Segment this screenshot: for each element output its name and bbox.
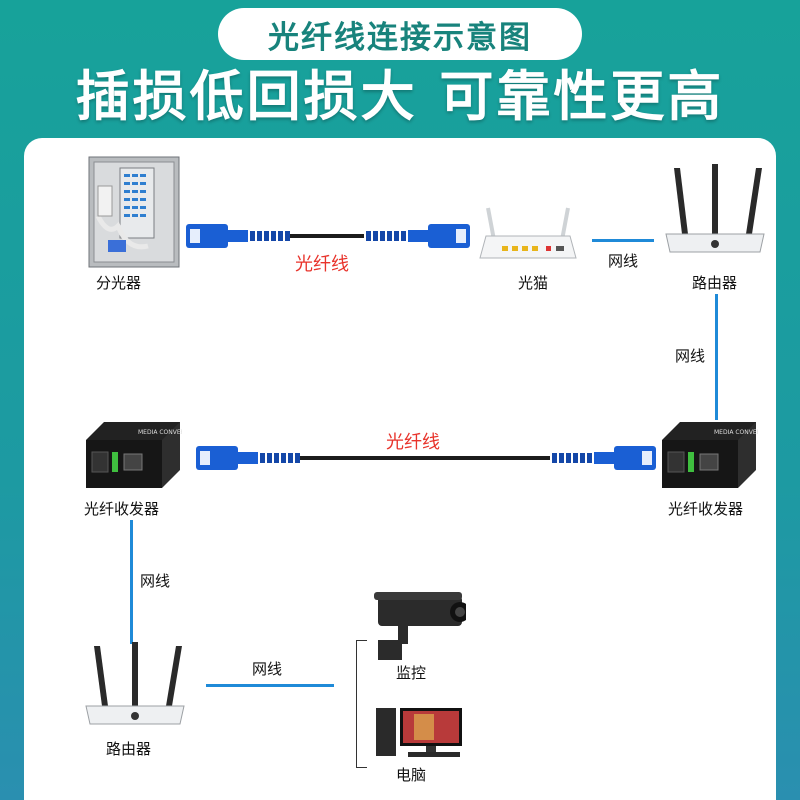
net-label-modem-router: 网线 bbox=[608, 252, 639, 270]
camera-label: 监控 bbox=[396, 664, 427, 682]
transceiver-right-label: 光纤收发器 bbox=[668, 500, 744, 518]
computer-icon bbox=[376, 708, 462, 757]
headline: 插损低回损大 可靠性更高 bbox=[75, 65, 725, 128]
net-wire-transceiver-router bbox=[130, 520, 133, 644]
splitter-box-icon bbox=[88, 156, 180, 268]
transceiver-left-icon: MEDIA CONVERTER bbox=[86, 422, 182, 488]
computer-label: 电脑 bbox=[396, 766, 427, 784]
fiber-cable-mid-icon bbox=[196, 446, 656, 470]
router-top-icon bbox=[665, 164, 765, 253]
svg-text:MEDIA CONVERTER: MEDIA CONVERTER bbox=[714, 429, 758, 436]
diagram-title: 光纤线连接示意图 bbox=[268, 19, 532, 56]
net-label-router-transceiver: 网线 bbox=[675, 347, 706, 365]
router-bottom-label: 路由器 bbox=[106, 740, 152, 758]
fiber-label-mid: 光纤线 bbox=[386, 432, 440, 453]
splitter-label: 分光器 bbox=[96, 274, 142, 292]
transceiver-left-label: 光纤收发器 bbox=[84, 500, 160, 518]
modem-icon bbox=[479, 207, 577, 259]
modem-label: 光猫 bbox=[518, 274, 549, 292]
fiber-cable-top-icon bbox=[186, 224, 470, 248]
device-bracket bbox=[356, 640, 367, 768]
net-wire-modem-router bbox=[592, 239, 654, 242]
fiber-label-top: 光纤线 bbox=[295, 254, 349, 275]
camera-icon bbox=[374, 592, 466, 660]
svg-text:MEDIA CONVERTER: MEDIA CONVERTER bbox=[138, 429, 182, 436]
net-wire-router-transceiver bbox=[715, 294, 718, 420]
router-bottom-icon bbox=[85, 642, 185, 725]
net-label-router-devices: 网线 bbox=[252, 660, 283, 678]
net-label-transceiver-router: 网线 bbox=[140, 572, 171, 590]
net-wire-router-devices bbox=[206, 684, 334, 687]
router-top-label: 路由器 bbox=[692, 274, 738, 292]
diagram-title-pill: 光纤线连接示意图 bbox=[218, 8, 582, 60]
transceiver-right-icon: MEDIA CONVERTER bbox=[662, 422, 758, 488]
